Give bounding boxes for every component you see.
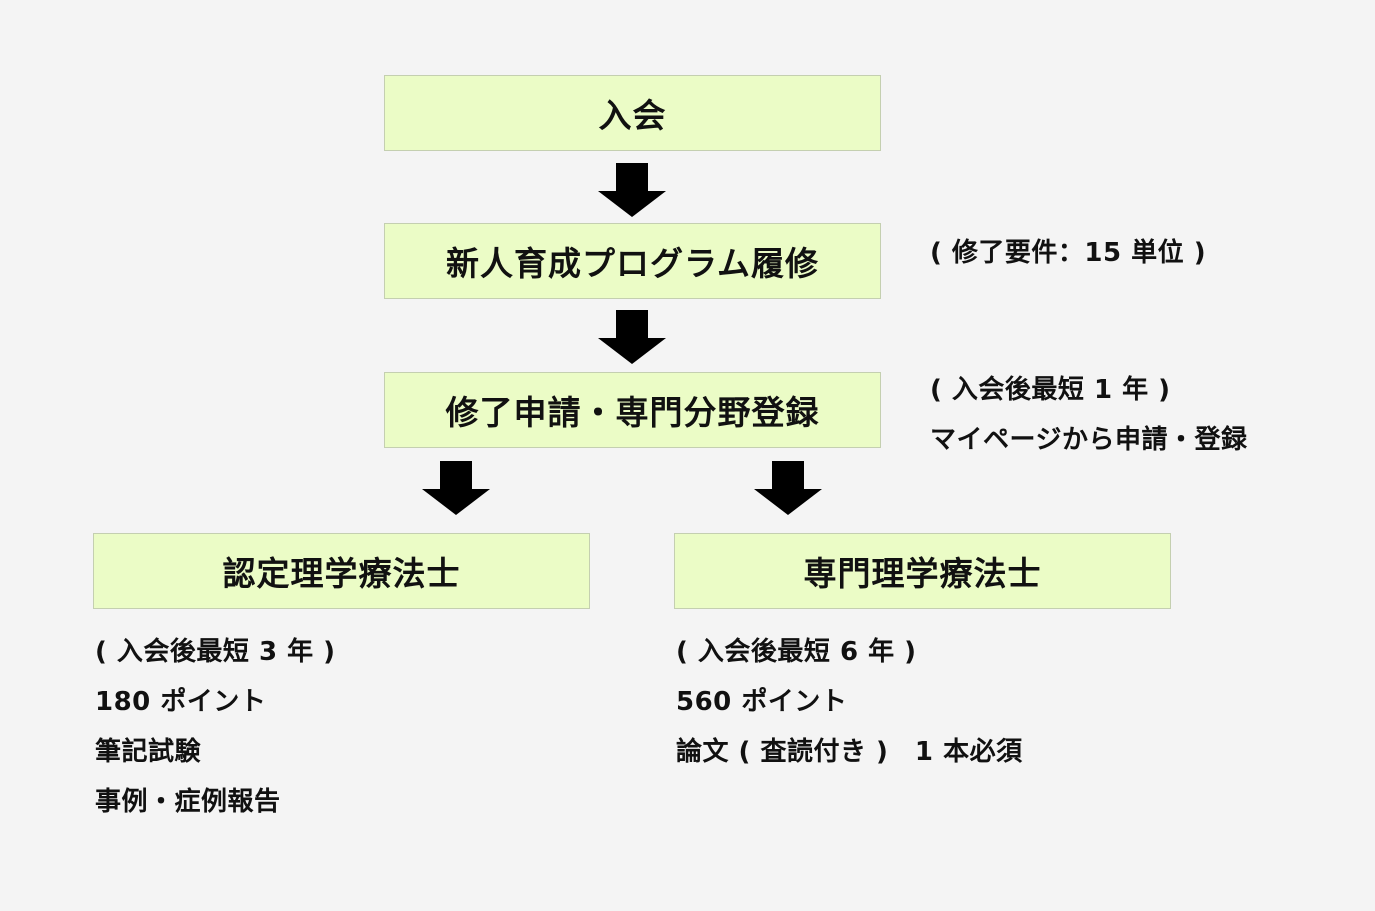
step-training-program: 新人育成プログラム履修 (384, 223, 881, 299)
note-application: ( 入会後最短 1 年 ) マイページから申請・登録 (930, 365, 1247, 465)
note-line: ( 入会後最短 3 年 ) (95, 637, 336, 667)
note-line: マイページから申請・登録 (930, 425, 1248, 455)
note-line: ( 入会後最短 6 年 ) (676, 637, 917, 667)
down-arrow-icon (422, 461, 490, 515)
step-application-registration: 修了申請・専門分野登録 (384, 372, 881, 448)
note-certified-requirements: ( 入会後最短 3 年 ) 180 ポイント 筆記試験 事例・症例報告 (95, 627, 336, 827)
note-line: 180 ポイント (95, 687, 267, 717)
note-line: 560 ポイント (676, 687, 848, 717)
note-line: ( 入会後最短 1 年 ) (930, 375, 1171, 405)
note-training-requirement: ( 修了要件：15 単位 ) (930, 228, 1206, 278)
note-line: 筆記試験 (95, 737, 202, 767)
step-specialist-pt: 専門理学療法士 (674, 533, 1171, 609)
note-line: ( 修了要件：15 単位 ) (930, 238, 1207, 268)
down-arrow-icon (754, 461, 822, 515)
step-certified-pt: 認定理学療法士 (93, 533, 590, 609)
down-arrow-icon (598, 310, 666, 364)
note-line: 事例・症例報告 (95, 787, 281, 817)
note-specialist-requirements: ( 入会後最短 6 年 ) 560 ポイント 論文 ( 査読付き ) 1 本必須 (676, 627, 1023, 777)
down-arrow-icon (598, 163, 666, 217)
note-line: 論文 ( 査読付き ) 1 本必須 (676, 737, 1023, 767)
step-join: 入会 (384, 75, 881, 151)
